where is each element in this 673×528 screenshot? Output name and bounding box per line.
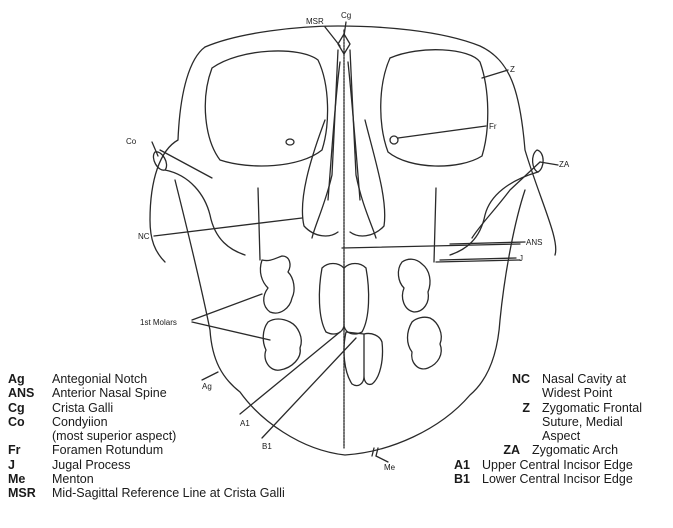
- leader-j: [440, 258, 516, 260]
- left-foramen: [286, 139, 294, 145]
- label-me: Me: [384, 463, 396, 472]
- lower-left-molar: [263, 319, 301, 370]
- label-co: Co: [126, 137, 137, 146]
- nasal-bone-right: [348, 62, 360, 200]
- legend-abbr: NC: [446, 372, 530, 401]
- legend-abbr: Me: [8, 472, 52, 486]
- leader-co: [152, 142, 158, 156]
- right-ramus-line: [434, 188, 436, 262]
- upper-right-molar: [398, 259, 430, 312]
- leader-nc: [154, 218, 302, 236]
- legend-abbr: ANS: [8, 386, 52, 400]
- legend-row: Z Zygomatic Frontal Suture, Medial Aspect: [446, 401, 668, 444]
- legend-desc: Foramen Rotundum: [52, 443, 163, 457]
- legend-row: NC Nasal Cavity at Widest Point: [446, 372, 668, 401]
- upper-left-molar: [260, 256, 294, 313]
- leader-cg: [344, 22, 346, 36]
- left-zygomatic-arch: [165, 170, 245, 255]
- legend-abbr: Cg: [8, 401, 52, 415]
- palatal-plane: [342, 244, 520, 248]
- legend-abbr: Z: [446, 401, 530, 444]
- legend-abbr: Co: [8, 415, 52, 429]
- nasal-septum-right: [350, 50, 376, 238]
- legend-row: (most superior aspect): [8, 429, 285, 443]
- leader-z: [482, 70, 508, 78]
- legend-row: B1 Lower Central Incisor Edge: [446, 472, 668, 486]
- leader-molar-lower: [192, 322, 270, 340]
- legend-row: ZA Zygomatic Arch: [446, 443, 668, 457]
- right-condyle: [533, 150, 544, 172]
- upper-central-incisors: [319, 264, 368, 335]
- lower-right-molar: [408, 317, 442, 369]
- leader-co-2: [160, 150, 212, 178]
- legend-abbr: MSR: [8, 486, 52, 500]
- leader-fr: [398, 126, 486, 138]
- legend-abbr: ZA: [446, 443, 520, 457]
- legend-abbr: A1: [446, 458, 470, 472]
- legend-desc: Zygomatic Arch: [532, 443, 618, 457]
- label-cg: Cg: [341, 11, 351, 20]
- legend-abbr: J: [8, 458, 52, 472]
- leader-molar-upper: [192, 294, 262, 320]
- legend-desc: Zygomatic Frontal Suture, Medial Aspect: [542, 401, 642, 444]
- legend-desc: Nasal Cavity at Widest Point: [542, 372, 626, 401]
- label-nc: NC: [138, 232, 150, 241]
- label-z: Z: [510, 65, 515, 74]
- legend-desc: Antegonial Notch: [52, 372, 147, 386]
- right-orbit: [381, 50, 488, 166]
- legend-abbr: Ag: [8, 372, 52, 386]
- label-molars: 1st Molars: [140, 318, 177, 327]
- legend-desc: Menton: [52, 472, 94, 486]
- legend-abbr: [8, 429, 52, 443]
- leader-me: [376, 456, 388, 462]
- label-ans: ANS: [526, 238, 542, 247]
- legend-desc: Anterior Nasal Spine: [52, 386, 167, 400]
- legend-desc: Mid-Sagittal Reference Line at Crista Ga…: [52, 486, 285, 500]
- legend-abbr: B1: [446, 472, 470, 486]
- legend-desc: Upper Central Incisor Edge: [482, 458, 633, 472]
- cranium-outline-left: [150, 47, 205, 262]
- label-msr: MSR: [306, 17, 324, 26]
- lower-central-incisors: [344, 332, 383, 386]
- menton-mark: [372, 448, 378, 456]
- legend-desc: Lower Central Incisor Edge: [482, 472, 633, 486]
- foramen-rotundum: [390, 136, 398, 144]
- legend-desc: Jugal Process: [52, 458, 131, 472]
- legend-abbr: Fr: [8, 443, 52, 457]
- label-j: J: [519, 254, 523, 263]
- cranium-outline: [205, 26, 556, 255]
- label-fr: Fr: [489, 122, 497, 131]
- left-orbit: [205, 51, 327, 166]
- legend-desc: Crista Galli: [52, 401, 113, 415]
- legend-desc: (most superior aspect): [52, 429, 176, 443]
- legend-row: A1 Upper Central Incisor Edge: [446, 458, 668, 472]
- leader-msr: [325, 27, 340, 46]
- left-ramus-line: [258, 188, 260, 260]
- label-za: ZA: [559, 160, 570, 169]
- legend-desc: Condyiion: [52, 415, 108, 429]
